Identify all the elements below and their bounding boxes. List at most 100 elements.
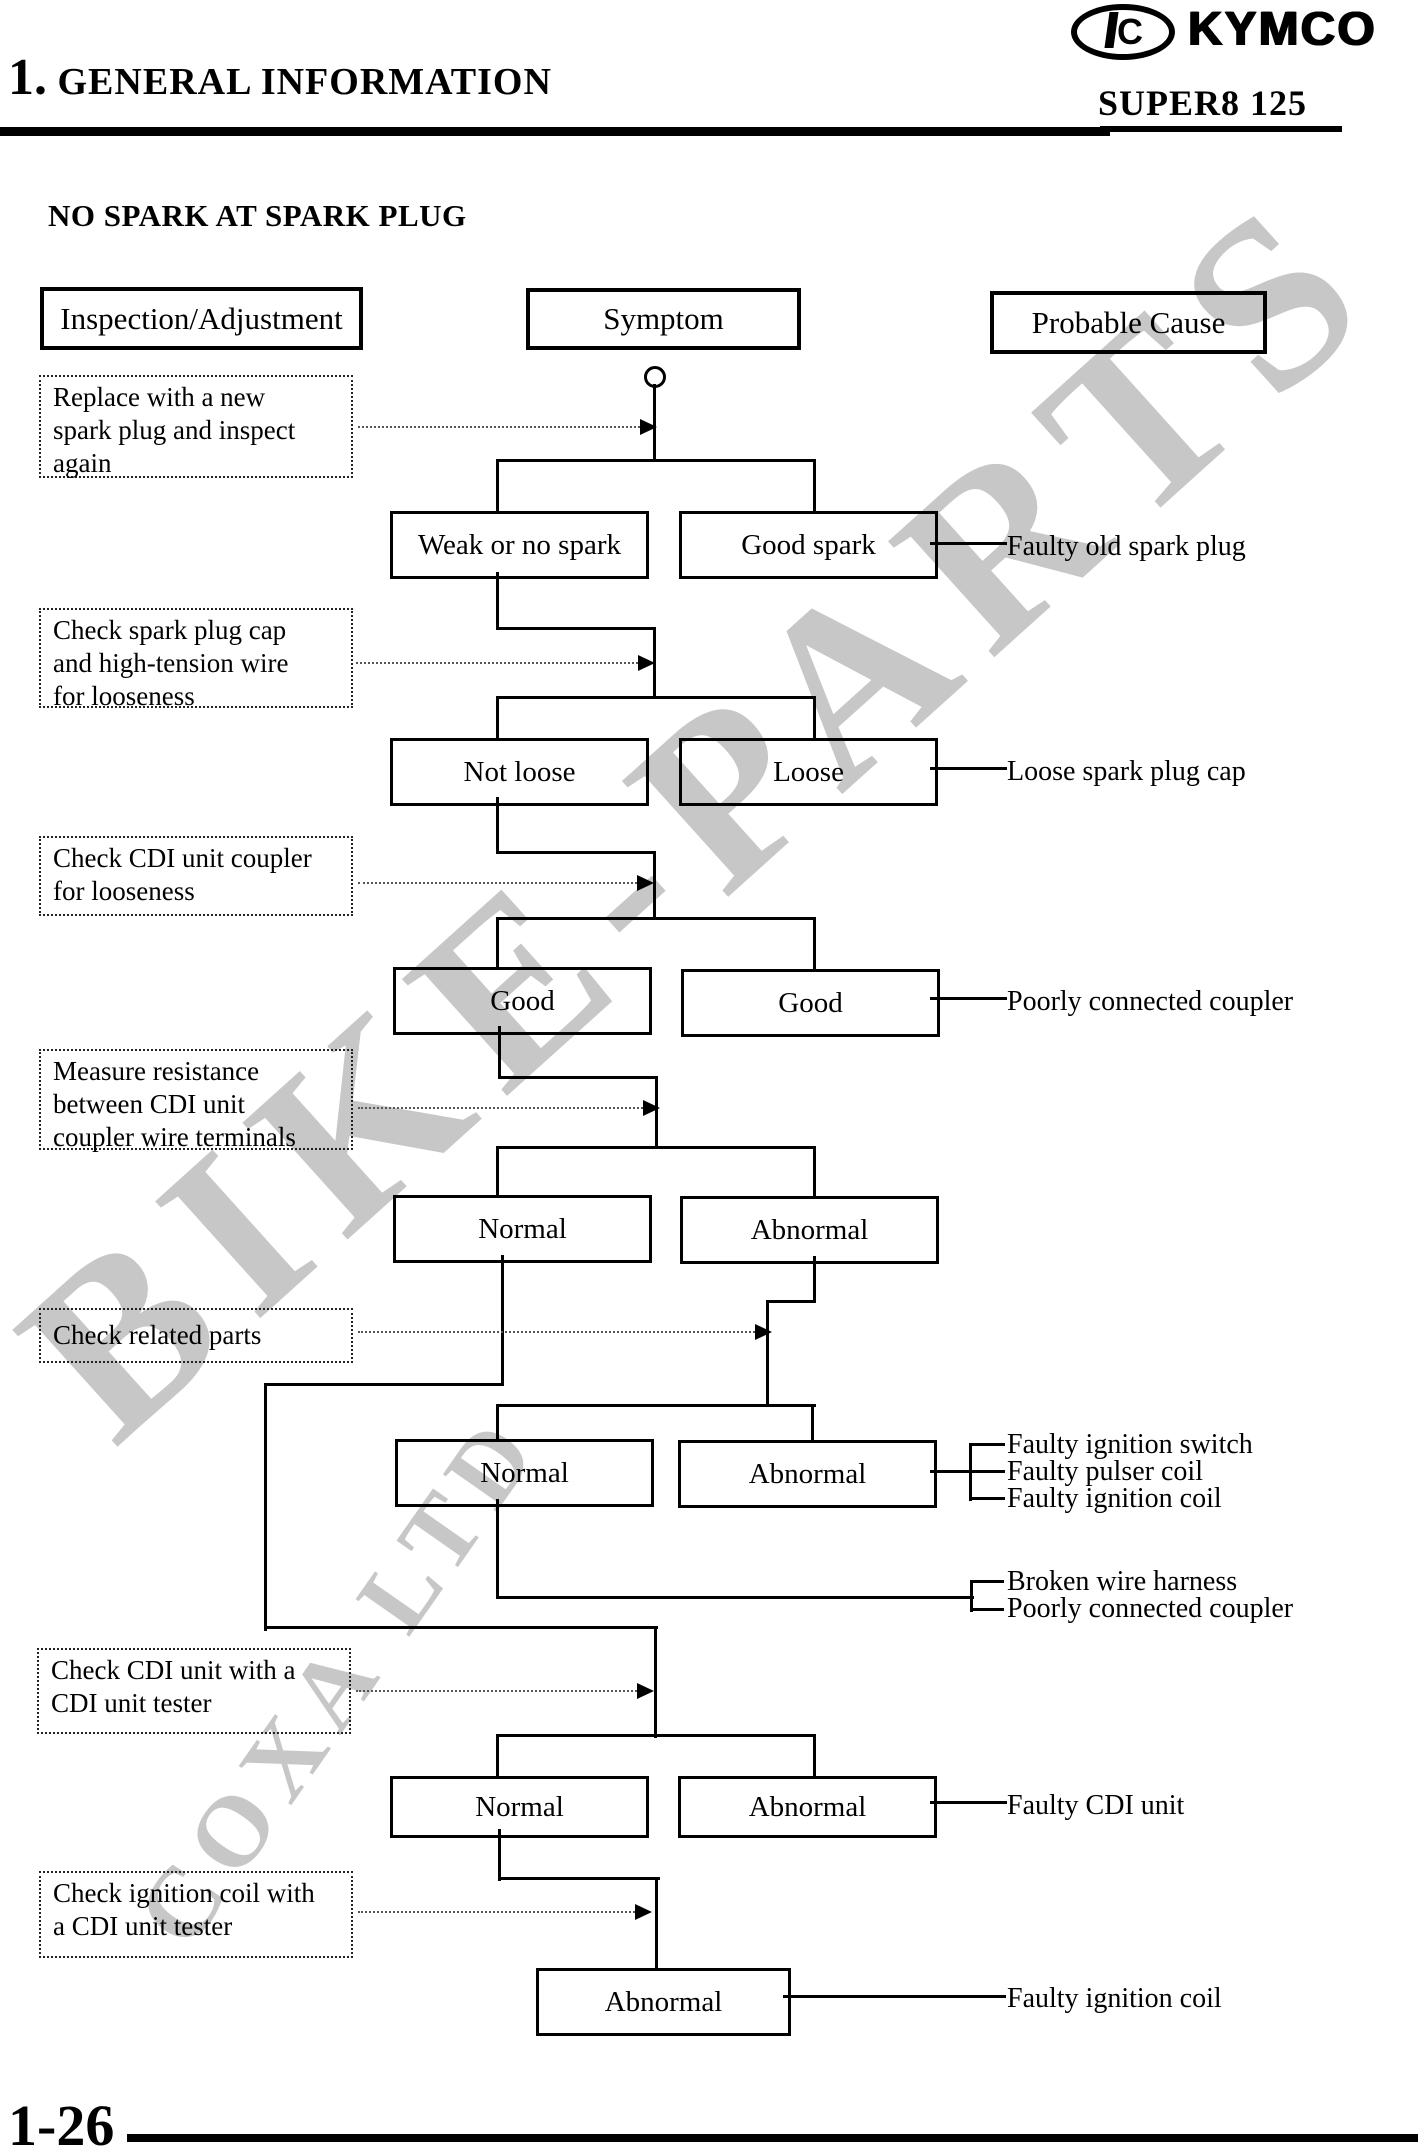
inspection-box-measure-resistance: Measure resistance between CDI unit coup… (39, 1049, 353, 1152)
inspection-dotted-arrow (358, 1911, 635, 1913)
symptom-label: Abnormal (604, 1985, 723, 2018)
symptom-label: Normal (475, 1790, 564, 1823)
connector-line (783, 1995, 1006, 1998)
inspection-dotted-arrow (358, 1107, 643, 1109)
connector-line (813, 1734, 816, 1779)
inspection-box-cdi-coupler: Check CDI unit coupler for looseness (39, 836, 353, 916)
inspection-text: Check CDI unit coupler (53, 843, 312, 873)
connector-line (496, 1596, 974, 1599)
inspection-text: coupler wire terminals (53, 1122, 296, 1152)
connector-line (498, 1026, 501, 1079)
connector-line (811, 1404, 814, 1442)
page-title: 1. GENERAL INFORMATION (8, 48, 552, 107)
connector-line (498, 1829, 501, 1881)
connector-line (496, 1734, 499, 1779)
symptom-label: Good (490, 984, 555, 1017)
arrowhead-icon (755, 1324, 772, 1340)
connector-line (813, 459, 816, 514)
inspection-text: Check ignition coil with (53, 1878, 315, 1908)
symptom-label: Not loose (463, 755, 576, 788)
inspection-text: Check CDI unit with a (51, 1655, 296, 1685)
inspection-text: for looseness (53, 876, 195, 906)
arrowhead-icon (638, 655, 655, 671)
brand-wordmark: KYMCO (1188, 3, 1377, 56)
connector-line (654, 1626, 657, 1738)
connector-line (969, 1443, 1005, 1446)
symptom-label: Good spark (741, 528, 876, 561)
connector-line (496, 917, 816, 920)
connector-line (930, 1470, 972, 1473)
connector-line (496, 917, 499, 970)
connector-line (970, 1580, 973, 1612)
arrowhead-icon (637, 875, 654, 891)
connector-line (813, 696, 816, 741)
symptom-label: Abnormal (748, 1457, 867, 1490)
cause-faulty-old-spark-plug: Faulty old spark plug (1007, 531, 1246, 562)
symptom-label: Normal (480, 1456, 569, 1489)
connector-line (264, 1626, 658, 1629)
symptom-box-loose: Loose (679, 738, 938, 806)
inspection-text: a CDI unit tester (53, 1911, 233, 1941)
column-header-inspection-label: Inspection/Adjustment (60, 300, 343, 336)
cause-group-ignition: Faulty ignition switch Faulty pulser coi… (1007, 1429, 1253, 1514)
symptom-box-abnormal-3: Abnormal (678, 1776, 937, 1838)
connector-line (930, 767, 1007, 770)
symptom-box-abnormal-1: Abnormal (680, 1196, 939, 1264)
logo-emblem-letter: C (1117, 11, 1143, 52)
kymco-logo-icon: C (1071, 4, 1175, 60)
inspection-text: Check related parts (53, 1320, 262, 1350)
inspection-text: CDI unit tester (51, 1688, 212, 1718)
chapter-title: GENERAL INFORMATION (47, 61, 552, 103)
cause-broken-wire-harness: Broken wire harness (1007, 1566, 1238, 1597)
cause-poorly-connected-coupler: Poorly connected coupler (1007, 986, 1294, 1017)
connector-line (930, 1801, 1007, 1804)
connector-line (766, 1300, 816, 1303)
connector-line (498, 1877, 660, 1880)
connector-line (496, 1734, 816, 1737)
connector-line (496, 1146, 499, 1198)
arrowhead-icon (640, 419, 657, 435)
header-rule (0, 127, 1110, 136)
connector-line (496, 1404, 816, 1407)
inspection-box-replace-plug: Replace with a new spark plug and inspec… (39, 375, 353, 478)
connector-line (496, 1404, 499, 1442)
arrowhead-icon (643, 1100, 660, 1116)
connector-line (496, 1499, 499, 1599)
connector-line (496, 459, 816, 462)
connector-line (501, 1255, 504, 1386)
connector-line (813, 1256, 816, 1303)
symptom-label: Good (778, 986, 843, 1019)
connector-line (653, 851, 656, 920)
symptom-label: Abnormal (750, 1213, 869, 1246)
symptom-box-good-spark: Good spark (679, 511, 938, 579)
symptom-box-abnormal-final: Abnormal (536, 1968, 791, 2036)
connector-line (813, 917, 816, 970)
connector-line (970, 1608, 1004, 1611)
header-rule-right (1100, 126, 1342, 132)
symptom-label: Weak or no spark (417, 528, 621, 561)
cause-loose-spark-plug-cap: Loose spark plug cap (1007, 756, 1246, 787)
cause-faulty-ignition-switch: Faulty ignition switch (1007, 1429, 1253, 1460)
connector-line (766, 1300, 769, 1407)
model-label: SUPER8 125 (1098, 83, 1308, 123)
symptom-box-abnormal-2: Abnormal (678, 1440, 937, 1508)
symptom-label: Abnormal (748, 1790, 867, 1823)
chapter-number: 1. (8, 49, 47, 106)
inspection-box-related-parts: Check related parts (39, 1308, 353, 1363)
connector-line (930, 997, 1007, 1000)
connector-line (969, 1497, 1005, 1500)
connector-line (930, 542, 1007, 545)
connector-line (969, 1470, 1005, 1473)
connector-line (496, 1146, 816, 1149)
connector-line (813, 1146, 816, 1198)
arrowhead-icon (635, 1904, 652, 1920)
connector-line (655, 1877, 658, 1971)
column-header-symptom: Symptom (526, 288, 801, 350)
cause-faulty-ignition-coil-final: Faulty ignition coil (1007, 1983, 1222, 2014)
cause-poorly-connected-coupler-2: Poorly connected coupler (1007, 1593, 1294, 1624)
connector-line (496, 627, 656, 630)
inspection-box-cdi-tester: Check CDI unit with a CDI unit tester (37, 1648, 351, 1734)
cause-faulty-ignition-coil: Faulty ignition coil (1007, 1483, 1222, 1514)
connector-line (496, 459, 499, 514)
symptom-box-not-loose: Not loose (390, 738, 649, 806)
